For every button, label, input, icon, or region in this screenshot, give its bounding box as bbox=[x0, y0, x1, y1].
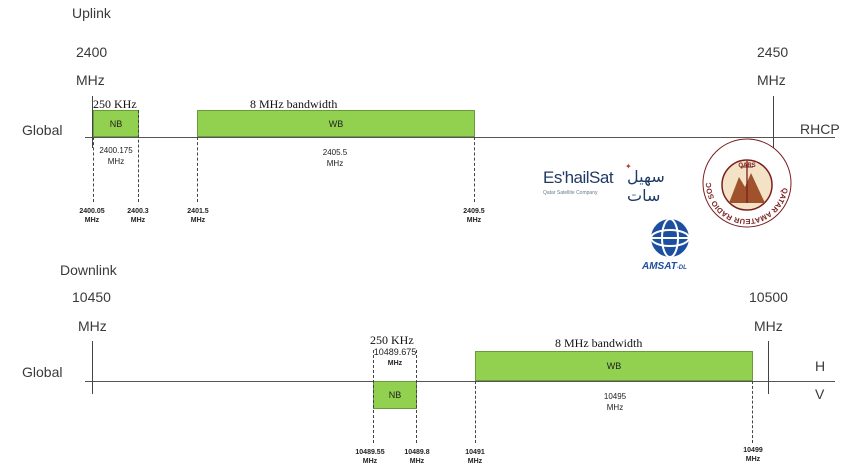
uplink-right-edge bbox=[773, 96, 774, 148]
uplink-right-freq: 2450 bbox=[757, 44, 789, 60]
downlink-polarization-v: V bbox=[815, 386, 825, 402]
uplink-title: Uplink bbox=[72, 5, 111, 21]
uplink-wb-right-marker bbox=[474, 137, 475, 202]
downlink-wb-right-marker bbox=[752, 381, 753, 443]
uplink-left-unit: MHz bbox=[76, 72, 105, 88]
downlink-axis bbox=[85, 381, 835, 382]
uplink-polarization: RHCP bbox=[800, 121, 840, 137]
uplink-wb-width-label: 8 MHz bandwidth bbox=[250, 97, 338, 111]
downlink-right-unit: MHz bbox=[754, 318, 783, 334]
downlink-axis-label: Global bbox=[22, 364, 63, 380]
uplink-nb-start: 2400.05 MHz bbox=[79, 208, 105, 224]
downlink-right-freq: 10500 bbox=[749, 289, 788, 305]
amsat-logo: AMSAT-DL bbox=[642, 216, 702, 278]
eshailsat-star-icon: ✦ bbox=[625, 162, 632, 171]
downlink-nb-width-label: 250 KHz bbox=[370, 333, 414, 347]
uplink-nb-center: 2400.175 MHz bbox=[99, 146, 133, 166]
downlink-nb-end: 10489.8 MHz bbox=[404, 449, 430, 465]
uplink-left-edge bbox=[92, 96, 93, 148]
downlink-nb-left-marker bbox=[373, 350, 374, 443]
downlink-wb-start: 10491 MHz bbox=[465, 449, 485, 465]
uplink-wb-label: WB bbox=[328, 118, 344, 129]
downlink-left-freq: 10450 bbox=[72, 289, 111, 305]
downlink-wb-end: 10499 MHz bbox=[743, 447, 763, 463]
uplink-wb-center: 2405.5 MHz bbox=[322, 148, 348, 168]
uplink-nb-right-marker bbox=[138, 110, 139, 202]
downlink-left-unit: MHz bbox=[78, 318, 107, 334]
downlink-wb-band: WB bbox=[475, 351, 753, 381]
eshailsat-logo: Es'hailSat سهيل سات ✦ Qatar Satellite Co… bbox=[543, 162, 693, 208]
downlink-nb-label: NB bbox=[388, 390, 402, 400]
uplink-nb-left-marker bbox=[93, 137, 94, 202]
downlink-title: Downlink bbox=[60, 262, 117, 278]
uplink-nb-end: 2400.3 MHz bbox=[127, 208, 149, 224]
uplink-wb-band: WB bbox=[197, 110, 475, 137]
uplink-left-freq: 2400 bbox=[76, 44, 108, 60]
downlink-wb-left-marker bbox=[475, 381, 476, 443]
uplink-wb-end: 2409.5 MHz bbox=[463, 208, 485, 224]
uplink-nb-label: NB bbox=[109, 118, 123, 129]
qars-inner-text: QARS bbox=[738, 163, 755, 169]
downlink-right-edge bbox=[768, 341, 769, 394]
uplink-nb-band: NB bbox=[93, 110, 139, 137]
uplink-right-unit: MHz bbox=[757, 72, 786, 88]
downlink-polarization-h: H bbox=[815, 358, 826, 374]
uplink-axis bbox=[85, 137, 835, 138]
downlink-wb-width-label: 8 MHz bandwidth bbox=[555, 336, 643, 350]
eshailsat-arabic: سهيل سات bbox=[627, 167, 665, 205]
downlink-left-edge bbox=[92, 341, 93, 394]
uplink-wb-start: 2401.5 MHz bbox=[187, 208, 209, 224]
downlink-nb-start: 10489.55 MHz bbox=[355, 449, 385, 465]
eshailsat-subtitle: Qatar Satellite Company bbox=[543, 190, 598, 196]
amsat-wordmark: AMSAT-DL bbox=[642, 261, 687, 272]
downlink-wb-label: WB bbox=[606, 361, 622, 371]
uplink-axis-label: Global bbox=[22, 122, 63, 138]
eshailsat-wordmark: Es'hailSat bbox=[543, 168, 614, 187]
uplink-nb-width-label: 250 KHz bbox=[93, 97, 137, 111]
qars-seal-logo: QATAR AMATEUR RADIO SOCIETY QARS bbox=[694, 126, 797, 233]
downlink-nb-center: 10489.675 MHz bbox=[373, 347, 417, 367]
uplink-wb-left-marker bbox=[197, 137, 198, 202]
downlink-nb-band: NB bbox=[373, 381, 417, 409]
amsat-globe-icon bbox=[650, 218, 690, 258]
downlink-nb-right-marker bbox=[416, 350, 417, 443]
downlink-wb-center: 10495 MHz bbox=[603, 392, 627, 412]
